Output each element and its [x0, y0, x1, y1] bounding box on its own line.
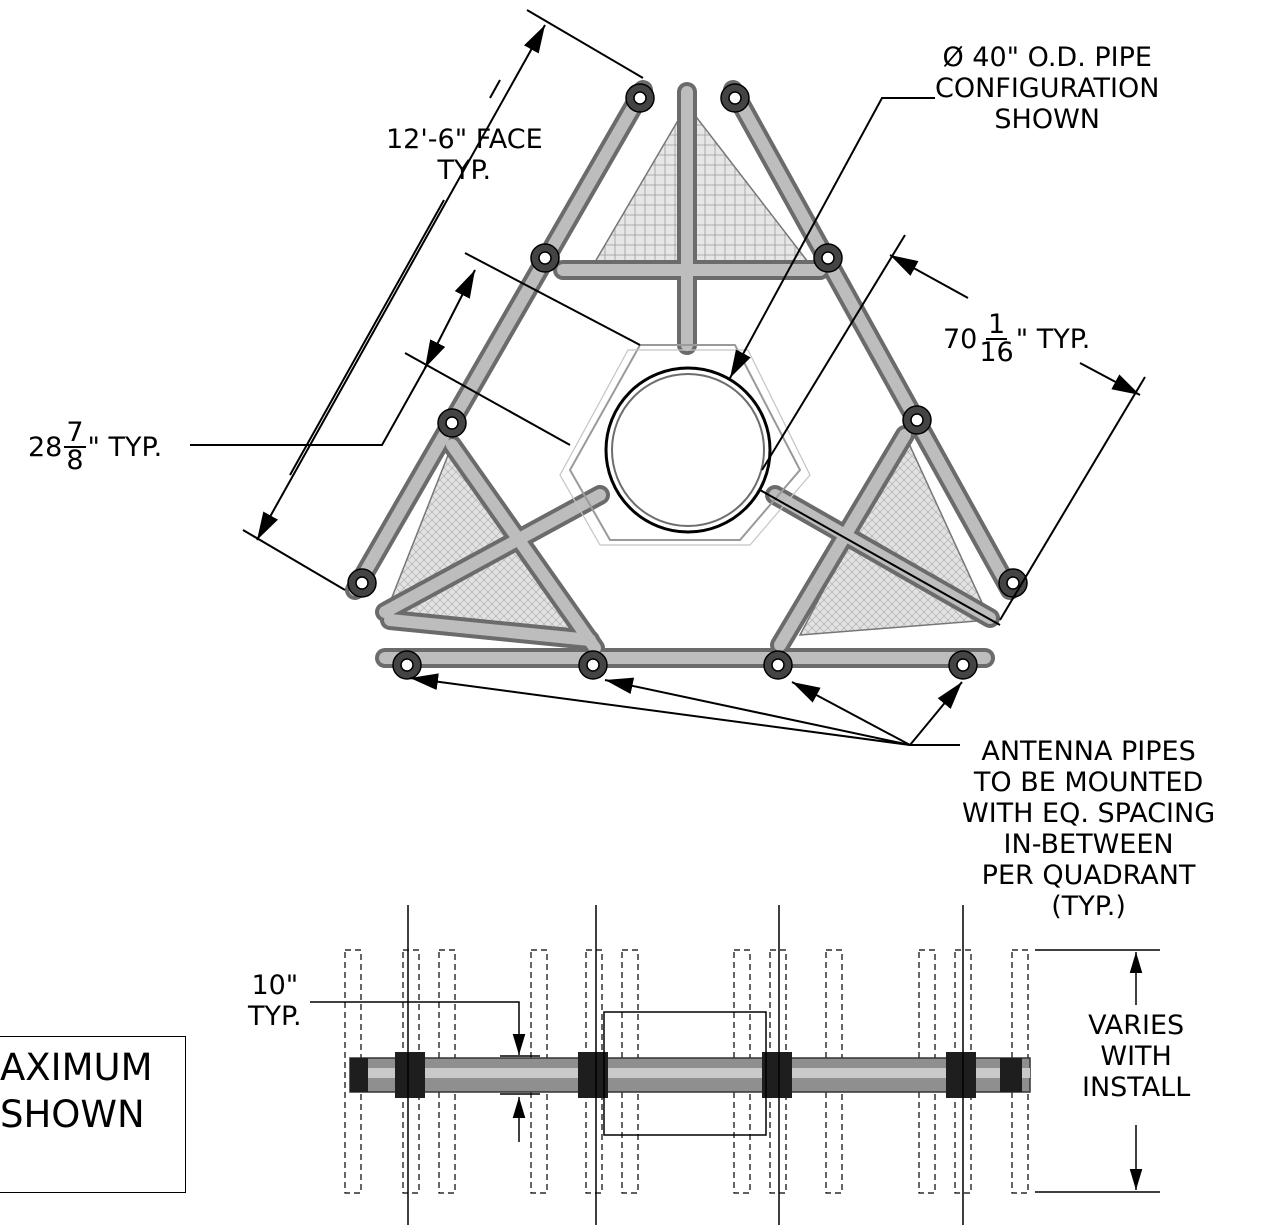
- dim-28-numerator: 7: [64, 417, 86, 448]
- pipe-note-line-3: SHOWN: [994, 104, 1101, 135]
- antenna-note-line-5: PER QUADRANT: [981, 860, 1196, 891]
- varies-note-line-1: VARIES: [1088, 1010, 1185, 1041]
- antenna-note-line-6: (TYP.): [1051, 891, 1126, 922]
- maximum-note-line-1: AXIMUM: [0, 1046, 153, 1089]
- face-dim-line-2: TYP.: [437, 155, 492, 186]
- elevation-view: [310, 905, 1160, 1225]
- dim-70-numerator: 1: [985, 309, 1008, 340]
- dim-28-whole: 28: [28, 431, 63, 463]
- spacing-dim-line-1: 10": [251, 970, 299, 1001]
- spacing-dim-line-2: TYP.: [248, 1001, 302, 1032]
- mount-clamps: [347, 83, 1028, 680]
- dim-28-suffix: " TYP.: [87, 431, 163, 463]
- pipe-config-note: Ø 40" O.D. PIPE CONFIGURATION SHOWN: [935, 42, 1159, 135]
- face-dimension-label: 12'-6" FACE TYP.: [386, 124, 543, 186]
- dim-70-whole: 70: [943, 323, 978, 355]
- varies-note: VARIES WITH INSTALL: [1082, 1010, 1190, 1103]
- antenna-note-line-2: TO BE MOUNTED: [973, 767, 1204, 798]
- antenna-pipes-note: ANTENNA PIPES TO BE MOUNTED WITH EQ. SPA…: [962, 736, 1215, 922]
- maximum-note-box: [0, 1036, 186, 1193]
- pipe-note-line-1: Ø 40" O.D. PIPE: [942, 42, 1152, 73]
- dimension-70-label: 70 1 16 " TYP.: [943, 309, 1091, 368]
- dim-28-fraction: 7 8: [64, 417, 86, 476]
- dimension-lines: [190, 9, 1146, 746]
- varies-note-line-3: INSTALL: [1082, 1072, 1191, 1103]
- dim-70-denominator: 16: [979, 337, 1014, 368]
- antenna-note-line-4: IN-BETWEEN: [1003, 829, 1174, 860]
- spacing-dimension-label: 10" TYP.: [248, 970, 302, 1032]
- face-dim-line-1: 12'-6" FACE: [386, 124, 543, 155]
- antenna-note-line-3: WITH EQ. SPACING: [962, 798, 1216, 829]
- maximum-note: AXIMUM SHOWN: [0, 1044, 153, 1138]
- dim-70-suffix: " TYP.: [1015, 323, 1091, 355]
- dim-70-fraction: 1 16: [979, 309, 1014, 368]
- maximum-note-line-2: SHOWN: [0, 1093, 145, 1136]
- dim-28-denominator: 8: [66, 445, 84, 476]
- center-pipe: [559, 344, 811, 546]
- pipe-note-line-2: CONFIGURATION: [935, 73, 1160, 104]
- varies-note-line-2: WITH: [1100, 1041, 1172, 1072]
- antenna-note-line-1: ANTENNA PIPES: [981, 736, 1196, 767]
- dimension-28-label: 28 7 8 " TYP.: [28, 417, 163, 476]
